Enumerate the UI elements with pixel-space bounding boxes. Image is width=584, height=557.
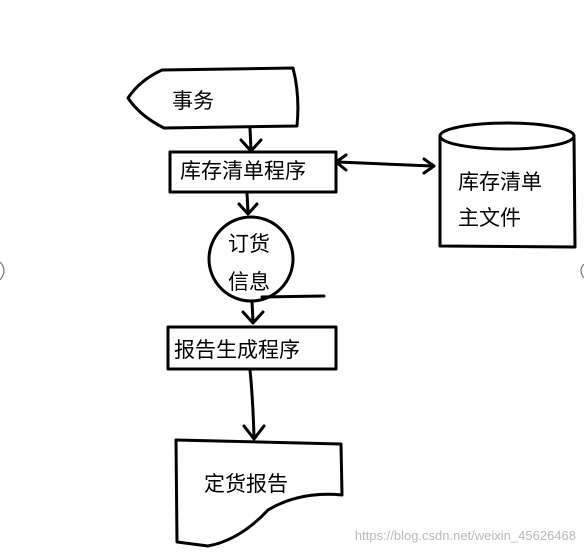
inventory-program-label: 库存清单程序: [180, 159, 306, 183]
arrow-order-info-to-report-program: [241, 299, 265, 325]
master-file-label-line2: 主文件: [458, 206, 521, 230]
order-info-label-line1: 订货: [228, 232, 270, 256]
transaction-display-shape: [126, 66, 300, 130]
arrow-program-master-file: [334, 153, 436, 175]
left-edge-circle-fragment: [0, 261, 5, 281]
arrow-report-program-to-report: [242, 368, 266, 441]
order-info-underline: [260, 294, 326, 299]
transaction-label: 事务: [172, 89, 214, 113]
arrow-program-to-order-info: [237, 191, 259, 216]
report-program-box: [166, 325, 338, 371]
watermark-text: https://blog.csdn.net/weixin_45626468: [354, 528, 576, 543]
right-edge-circle-fragment: [580, 263, 584, 279]
order-info-label-line2: 信息: [228, 270, 270, 294]
report-program-label: 报告生成程序: [174, 338, 300, 362]
master-file-label-line1: 库存清单: [458, 170, 542, 194]
inventory-program-box: [168, 150, 338, 194]
order-report-label: 定货报告: [204, 472, 288, 496]
master-file-cylinder: [438, 121, 577, 249]
order-report-document-shape: [174, 438, 344, 548]
arrow-transaction-to-program: [239, 126, 263, 153]
